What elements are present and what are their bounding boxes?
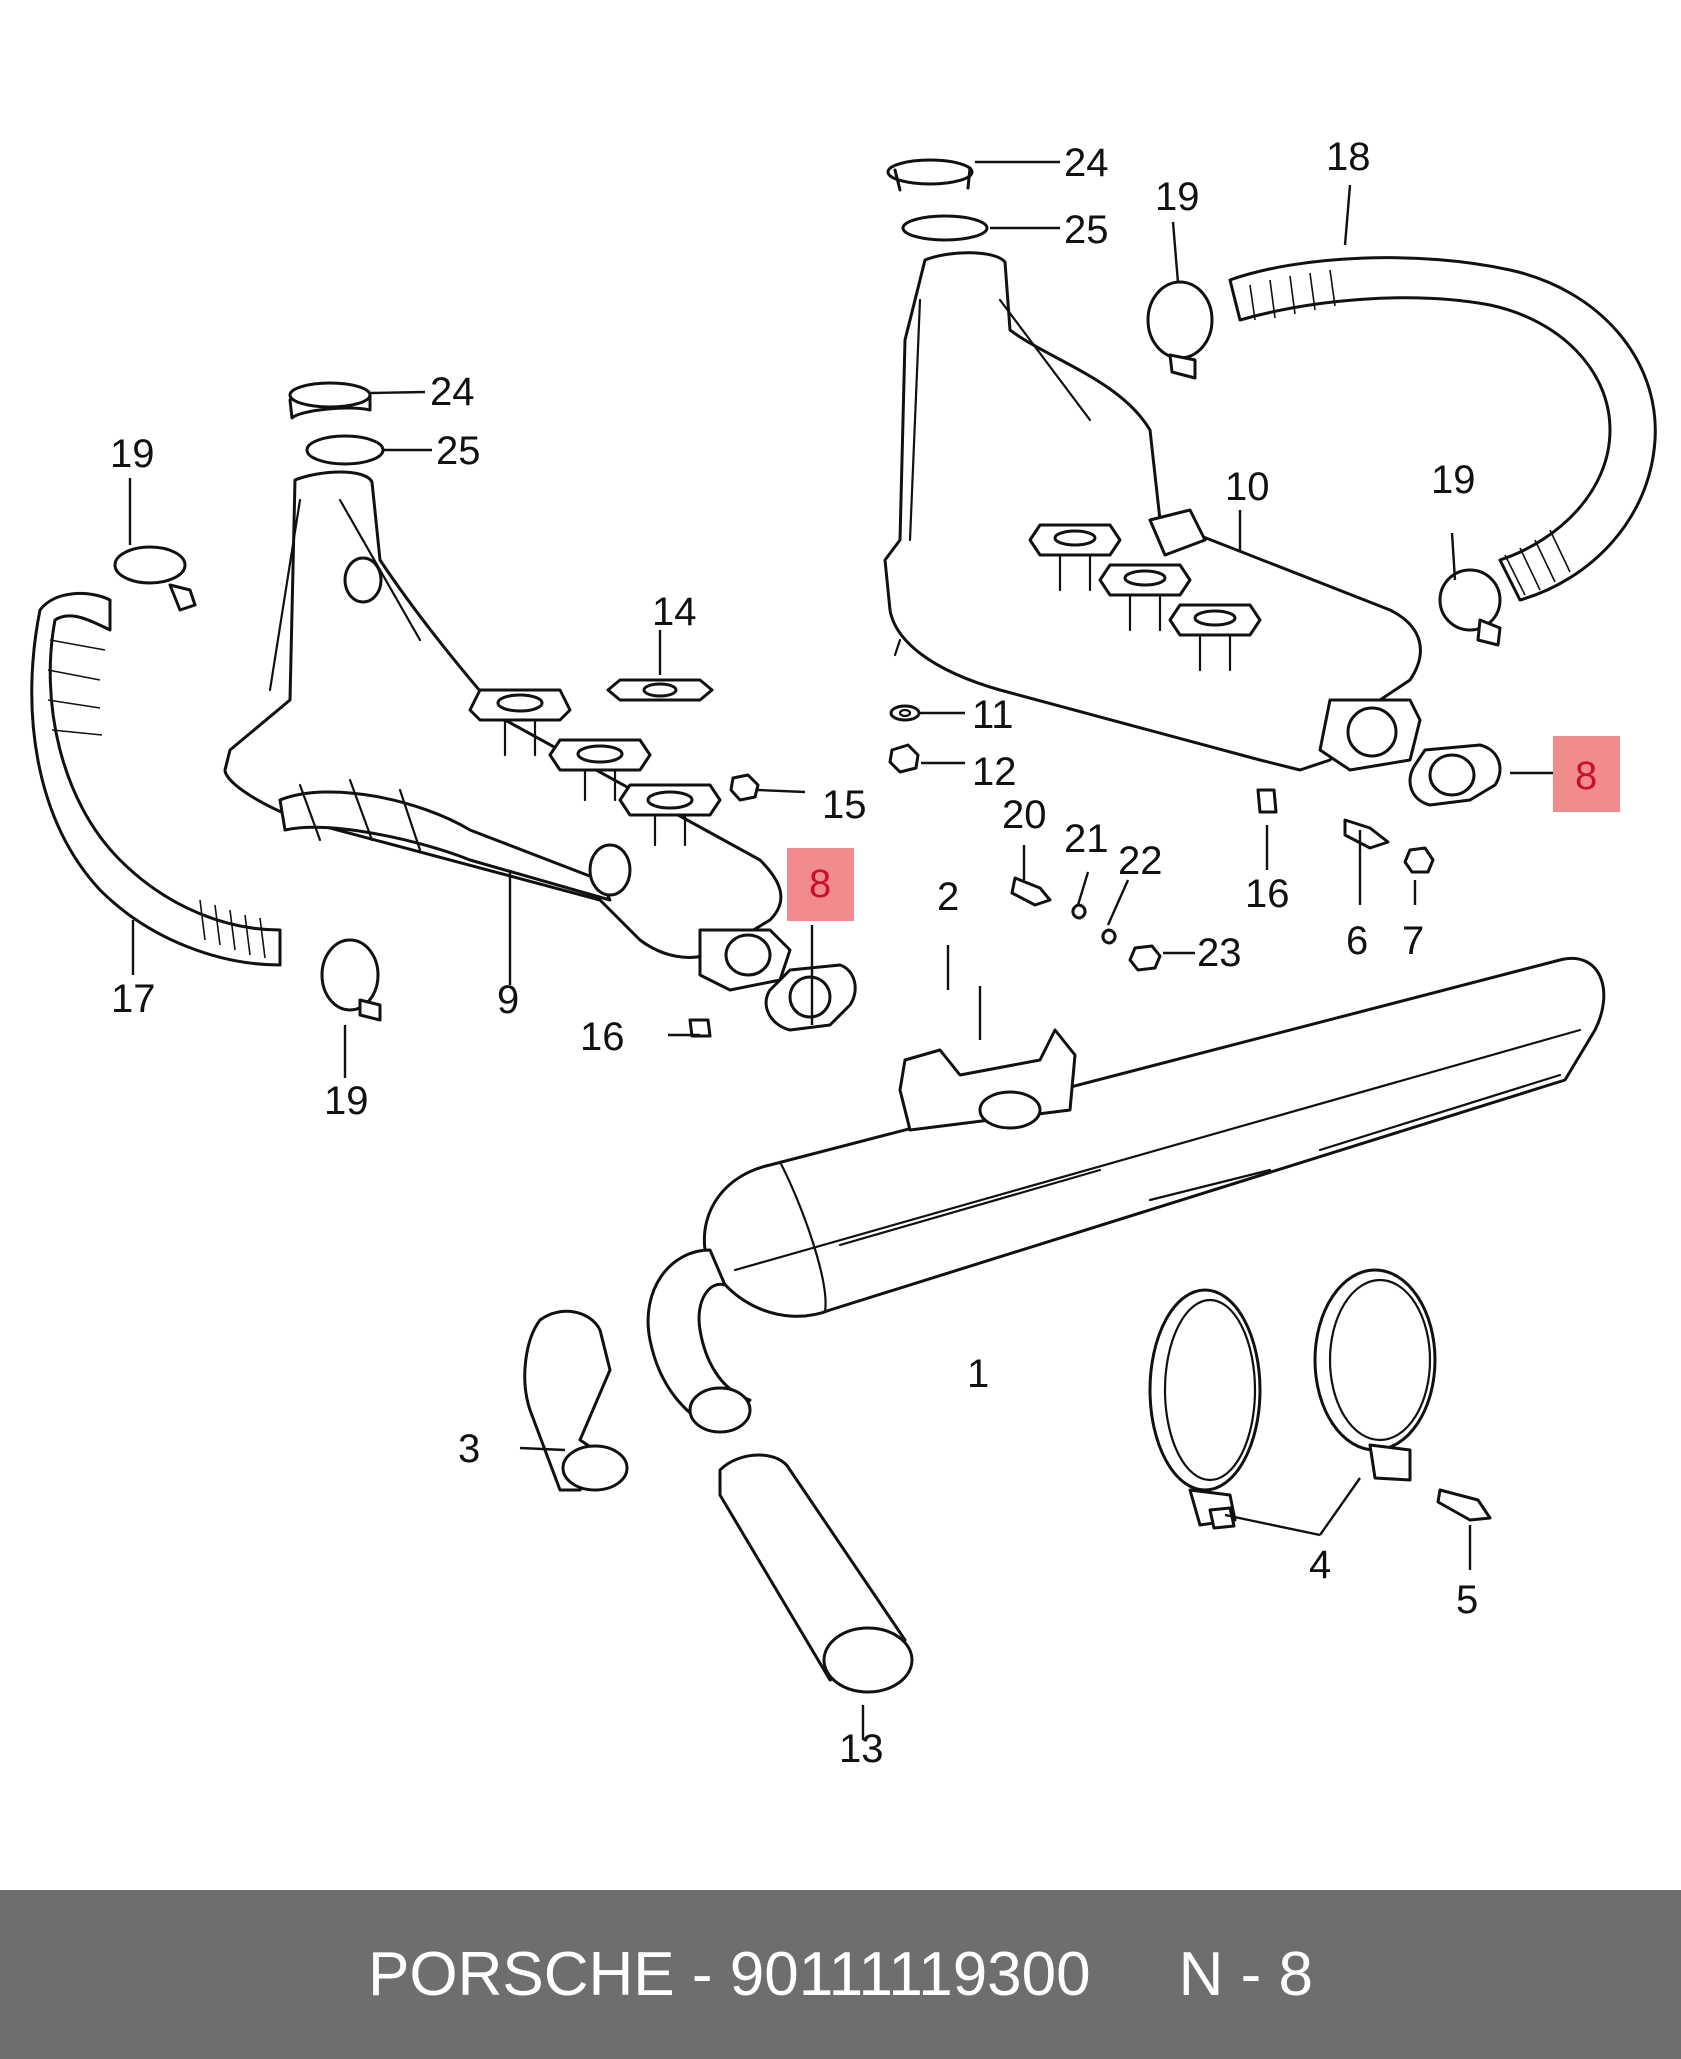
callout-13: 13: [839, 1727, 884, 1771]
callout-9: 9: [497, 978, 519, 1022]
position-code: N - 8: [1178, 1940, 1313, 2009]
left-heat-exchanger: [223, 470, 792, 992]
callout-17: 17: [111, 977, 156, 1021]
callout-6: 6: [1346, 919, 1368, 963]
caps-24-25: [288, 158, 989, 466]
gaskets: [606, 678, 1502, 1032]
callout-23: 23: [1197, 931, 1242, 975]
callout-14: 14: [652, 590, 697, 634]
callout-19-left-bottom: 19: [324, 1079, 369, 1123]
callout-8-left: 8: [809, 862, 831, 906]
separator: -: [691, 1940, 713, 2009]
bracket-2: [898, 1028, 1077, 1132]
callout-16-left: 16: [580, 1015, 625, 1059]
callout-19-right-top: 19: [1155, 175, 1200, 219]
highlight-box-left: [787, 848, 854, 921]
callout-4: 4: [1309, 1543, 1331, 1587]
part-number-banner: PORSCHE - 90111119300 N - 8: [0, 1890, 1681, 2059]
pipe-3: [523, 1309, 629, 1492]
flex-hose-right: [1228, 256, 1657, 602]
highlight-box-right: [1553, 736, 1620, 812]
callout-19-left-top: 19: [110, 432, 155, 476]
callout-11: 11: [972, 693, 1014, 737]
callout-24-left: 24: [430, 370, 475, 414]
callout-7: 7: [1402, 919, 1424, 963]
callout-22: 22: [1118, 839, 1163, 883]
callout-3: 3: [458, 1427, 480, 1471]
clamp-4-b: [1313, 1268, 1437, 1482]
callout-2: 2: [937, 875, 959, 919]
callout-25-left: 25: [436, 429, 481, 473]
muffler: [646, 957, 1606, 1434]
leader-lines: [128, 160, 1560, 1740]
right-heat-exchanger: [883, 251, 1422, 772]
callout-24-right: 24: [1064, 141, 1109, 185]
clamp-4-a: [1148, 1288, 1262, 1527]
callout-16-right: 16: [1245, 872, 1290, 916]
callout-21: 21: [1064, 817, 1109, 861]
tailpipe-13: [718, 1453, 914, 1694]
callout-5: 5: [1456, 1578, 1478, 1622]
callout-25-right: 25: [1064, 208, 1109, 252]
callout-18: 18: [1326, 135, 1371, 179]
callout-10: 10: [1225, 465, 1270, 509]
callout-20: 20: [1002, 793, 1047, 837]
clamp-19: [113, 280, 1502, 1022]
exhaust-parts-diagram: 1 2 3 4 5 6 7 8 8 9 10 11 12 13 14 15 16…: [30, 135, 1657, 1771]
callout-19-right-mid: 19: [1431, 458, 1476, 502]
callout-1: 1: [967, 1352, 989, 1396]
flex-hose-left: [30, 591, 282, 967]
callout-12: 12: [972, 750, 1017, 794]
part-number: 90111119300: [729, 1940, 1091, 2009]
hardware: [688, 704, 1492, 1530]
callout-labels: 1 2 3 4 5 6 7 8 8 9 10 11 12 13 14 15 16…: [110, 135, 1597, 1771]
brand-name: PORSCHE: [368, 1940, 675, 2009]
callout-15: 15: [822, 783, 867, 827]
callout-8-right: 8: [1575, 754, 1597, 798]
